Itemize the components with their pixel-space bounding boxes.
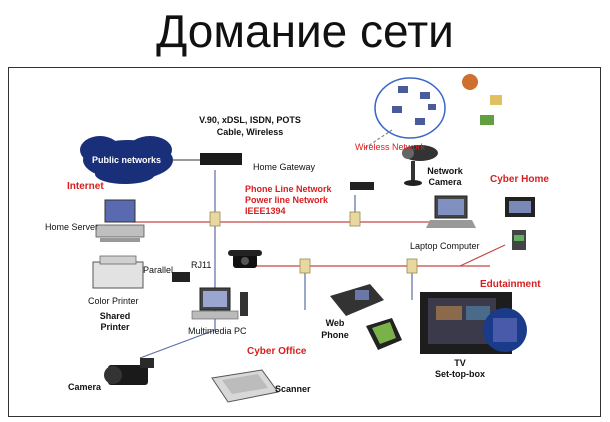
internet-label: Internet: [67, 181, 104, 192]
network-camera-label: Network: [427, 166, 463, 176]
color-printer-label: Color Printer: [88, 296, 139, 306]
multimedia-pc-label: Multimedia PC: [188, 326, 247, 336]
scanner-icon: [211, 369, 279, 403]
cyber-home-icon: [462, 74, 478, 90]
camera-icon: [104, 358, 154, 385]
power-line-label: Power line Network: [245, 195, 329, 205]
web-phone-label-2: Phone: [321, 330, 349, 340]
wireless-network-oval: [374, 77, 446, 139]
public-networks-label: Public networks: [92, 155, 162, 165]
access-label-2: Cable, Wireless: [216, 127, 284, 137]
rj11-label: RJ11: [191, 260, 212, 270]
tv-label: TV: [454, 358, 466, 368]
camera-label: Camera: [68, 382, 102, 392]
wall-jack: [209, 211, 221, 227]
home-gateway-device: [200, 153, 242, 165]
printer-icon: [92, 255, 144, 289]
tv-label-2: Set-top-box: [435, 369, 485, 379]
home-server-label: Home Server: [45, 222, 99, 232]
access-label: V.90, xDSL, ISDN, POTS: [199, 115, 301, 125]
cyber-home-label: Cyber Home: [490, 174, 549, 185]
multimedia-pc-icon: [191, 287, 248, 320]
wall-jack: [406, 258, 418, 274]
shared-printer-label-2: Printer: [100, 322, 130, 332]
ieee-label: IEEE1394: [245, 206, 286, 216]
home-gateway-label: Home Gateway: [253, 162, 316, 172]
tv-icon: [420, 292, 527, 354]
parallel-label: Parallel: [143, 265, 174, 275]
phone-line-label: Phone Line Network: [245, 184, 332, 194]
page-title: Доманиe сети: [156, 5, 454, 57]
home-server-icon: [95, 199, 145, 242]
edutainment-label: Edutainment: [480, 279, 541, 290]
web-phone-label: Web: [325, 318, 345, 328]
wall-jack: [349, 211, 361, 227]
public-networks-cloud: [80, 136, 173, 184]
cyber-office-label: Cyber Office: [247, 346, 307, 357]
network-camera-label-2: Camera: [428, 177, 462, 187]
wireless-hub-device: [350, 182, 374, 190]
laptop-icon: [426, 195, 476, 228]
wireless-network-label: Wireless Network: [355, 142, 426, 152]
laptop-label: Laptop Computer: [410, 241, 480, 251]
shared-printer-label: Shared: [99, 311, 131, 321]
rj11-device: [172, 272, 190, 282]
wireless-link-line: [364, 129, 393, 149]
web-phone-icon: [330, 284, 402, 350]
camera-link-line: [139, 329, 216, 359]
telephone-icon: [228, 250, 262, 268]
scanner-label: Scanner: [275, 384, 311, 394]
wall-jack: [299, 258, 311, 274]
home-link-line: [459, 244, 506, 267]
network-camera-icon: [402, 145, 438, 186]
